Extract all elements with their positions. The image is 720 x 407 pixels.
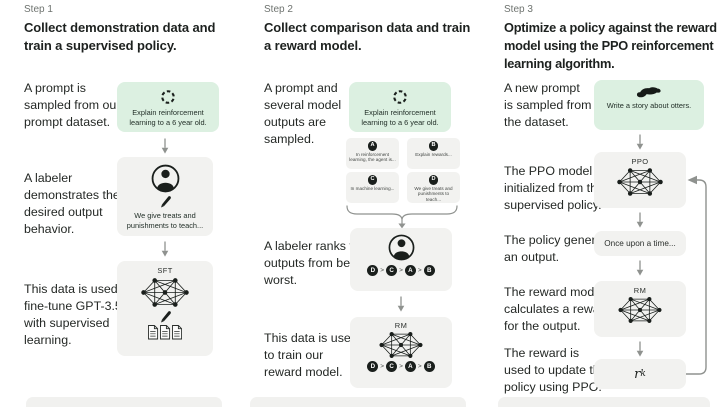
step3-output-text: Once upon a time... bbox=[604, 239, 676, 248]
rank-1: D bbox=[367, 361, 379, 372]
rank-separator: > bbox=[399, 267, 403, 274]
ranking-row: D > C > A > B bbox=[367, 361, 435, 372]
step1-note-labeler: A labeler demonstrates the desired outpu… bbox=[24, 171, 120, 237]
rank-4: B bbox=[423, 361, 435, 372]
step3-prompt-text: Write a story about otters. bbox=[606, 101, 692, 110]
step2-prompt-text: Explain reinforcement learning to a 6 ye… bbox=[361, 108, 439, 127]
down-arrow-icon bbox=[636, 134, 644, 150]
rank-separator: > bbox=[417, 363, 422, 370]
neural-network-icon bbox=[618, 296, 662, 324]
step2-prompt-card: Explain reinforcement learning to a 6 ye… bbox=[349, 82, 451, 132]
option-b-badge: B bbox=[428, 141, 439, 151]
ppo-model-label: PPO bbox=[631, 157, 649, 166]
step3-reward-model-card: RM bbox=[594, 281, 686, 337]
step1-labeler-card: We give treats and punishments to teach.… bbox=[117, 157, 213, 236]
reward-subscript: k bbox=[640, 369, 646, 379]
step2-note-ranking: A labeler ranks the outputs from best to… bbox=[264, 239, 374, 288]
rank-1: D bbox=[367, 265, 379, 276]
step2-title: Collect comparison data and train a rewa… bbox=[264, 20, 471, 54]
ranking-row: D > C > A > B bbox=[367, 265, 435, 276]
otter-icon bbox=[636, 87, 661, 98]
sft-model-label: SFT bbox=[157, 266, 173, 275]
step1-note-finetune: This data is used to fine-tune GPT-3.5 w… bbox=[24, 282, 132, 348]
step3-note-reward: The reward model calculates a reward for… bbox=[504, 285, 611, 334]
rank-2: C bbox=[386, 361, 398, 372]
rank-2: C bbox=[386, 265, 398, 276]
brace-icon bbox=[346, 205, 458, 229]
rank-4: B bbox=[423, 265, 435, 276]
option-d-badge: D bbox=[428, 175, 439, 185]
next-section-card-peek bbox=[498, 397, 710, 407]
down-arrow-icon bbox=[636, 212, 644, 228]
step3-title: Optimize a policy against the reward mod… bbox=[504, 20, 717, 72]
step2-label: Step 2 bbox=[264, 4, 293, 15]
step1-demonstration-text: We give treats and punishments to teach.… bbox=[126, 211, 204, 230]
step2-labeler-card: D > C > A > B bbox=[350, 228, 452, 291]
rank-separator: > bbox=[399, 363, 403, 370]
rm-model-label: RM bbox=[633, 286, 647, 295]
step1-sft-model-card: SFT bbox=[117, 261, 213, 356]
output-option-a: A In reinforcement learning, the agent i… bbox=[346, 138, 399, 169]
option-a-text: In reinforcement learning, the agent is.… bbox=[349, 151, 396, 163]
output-option-b: B Explain rewards... bbox=[407, 138, 460, 169]
step2-reward-model-card: RM D > C > A > B bbox=[350, 317, 452, 388]
step3-label: Step 3 bbox=[504, 4, 533, 15]
step2-note-sampling: A prompt and several model outputs are s… bbox=[264, 81, 342, 147]
step1-prompt-text: Explain reinforcement learning to a 6 ye… bbox=[129, 108, 207, 127]
rank-separator: > bbox=[417, 267, 422, 274]
rm-model-label: RM bbox=[394, 321, 408, 330]
step3-note-update: The reward is used to update the policy … bbox=[504, 346, 607, 395]
step3-output-card: Once upon a time... bbox=[594, 231, 686, 256]
step3-prompt-card: Write a story about otters. bbox=[594, 80, 704, 130]
option-d-text: We give treats and punishments to teach.… bbox=[414, 185, 453, 203]
option-a-badge: A bbox=[367, 141, 378, 151]
next-section-card-peek bbox=[250, 397, 466, 407]
rank-separator: > bbox=[380, 267, 385, 274]
option-c-text: In machine learning... bbox=[350, 185, 395, 191]
step1-label: Step 1 bbox=[24, 4, 53, 15]
step3-note-output: The policy generates an output. bbox=[504, 233, 620, 265]
down-arrow-icon bbox=[636, 341, 644, 357]
rank-separator: > bbox=[380, 363, 385, 370]
step2-note-training: This data is used to train our reward mo… bbox=[264, 331, 358, 380]
down-arrow-icon bbox=[636, 260, 644, 276]
output-option-d: D We give treats and punishments to teac… bbox=[407, 172, 460, 203]
next-section-card-peek bbox=[26, 397, 222, 407]
rank-3: A bbox=[404, 361, 416, 372]
option-b-text: Explain rewards... bbox=[415, 151, 452, 157]
step1-prompt-card: Explain reinforcement learning to a 6 ye… bbox=[117, 82, 219, 132]
step3-ppo-model-card: PPO bbox=[594, 152, 686, 208]
reward-symbol: r bbox=[634, 366, 641, 382]
step3-note-prompt: A new prompt is sampled from the dataset… bbox=[504, 81, 592, 130]
option-c-badge: C bbox=[367, 175, 378, 185]
step1-note-sampling: A prompt is sampled from our prompt data… bbox=[24, 81, 121, 130]
output-option-c: C In machine learning... bbox=[346, 172, 399, 203]
step1-title: Collect demonstration data and train a s… bbox=[24, 20, 216, 54]
step3-note-init: The PPO model is initialized from the su… bbox=[504, 164, 605, 213]
neural-network-icon bbox=[617, 167, 663, 197]
rank-3: A bbox=[404, 265, 416, 276]
